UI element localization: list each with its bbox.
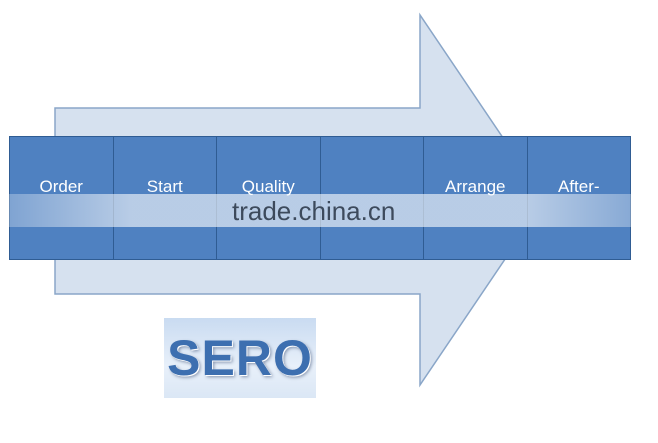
logo-text: SERO xyxy=(167,330,313,386)
sero-logo: SERO xyxy=(164,318,316,398)
step-label: After- xyxy=(557,177,600,196)
watermark-band xyxy=(0,194,658,227)
step-label: Order xyxy=(39,177,83,196)
step-label: Start xyxy=(146,177,183,196)
step-label: Quality xyxy=(241,177,295,196)
step-label: Arrange xyxy=(445,177,506,196)
watermark-text: trade.china.cn xyxy=(232,196,396,226)
